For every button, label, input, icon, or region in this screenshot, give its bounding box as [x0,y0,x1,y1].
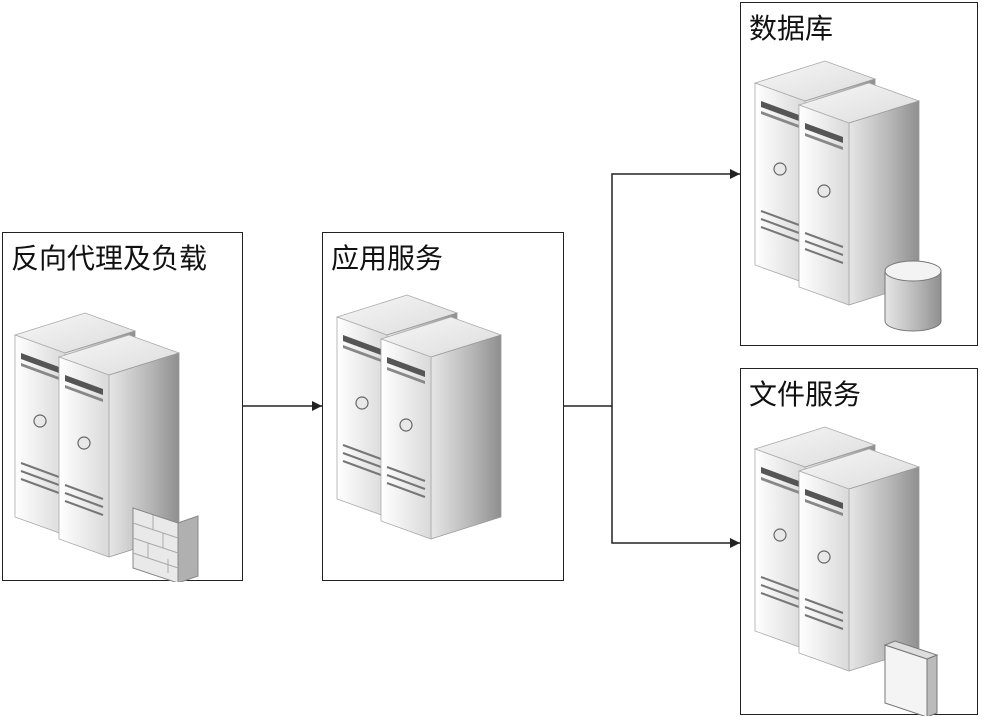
node-file-service: 文件服务 [740,368,978,716]
edge-app-branch [564,169,740,407]
node-reverse-proxy: 反向代理及负载 [2,232,243,582]
server-pair-firewall-icon [3,233,199,582]
server-pair-file-icon [741,369,939,716]
server-pair-icon [323,233,565,582]
node-label: 应用服务 [331,242,444,275]
node-label: 文件服务 [749,378,862,411]
node-database: 数据库 [740,2,978,346]
node-label: 数据库 [749,12,834,45]
server-pair-database-icon [741,3,942,332]
database-cylinder-icon [884,260,942,332]
firewall-icon [132,507,199,582]
node-label: 反向代理及负载 [11,242,208,275]
node-app-service: 应用服务 [322,232,564,581]
edge-app-files [611,406,740,548]
file-icon [883,640,939,716]
